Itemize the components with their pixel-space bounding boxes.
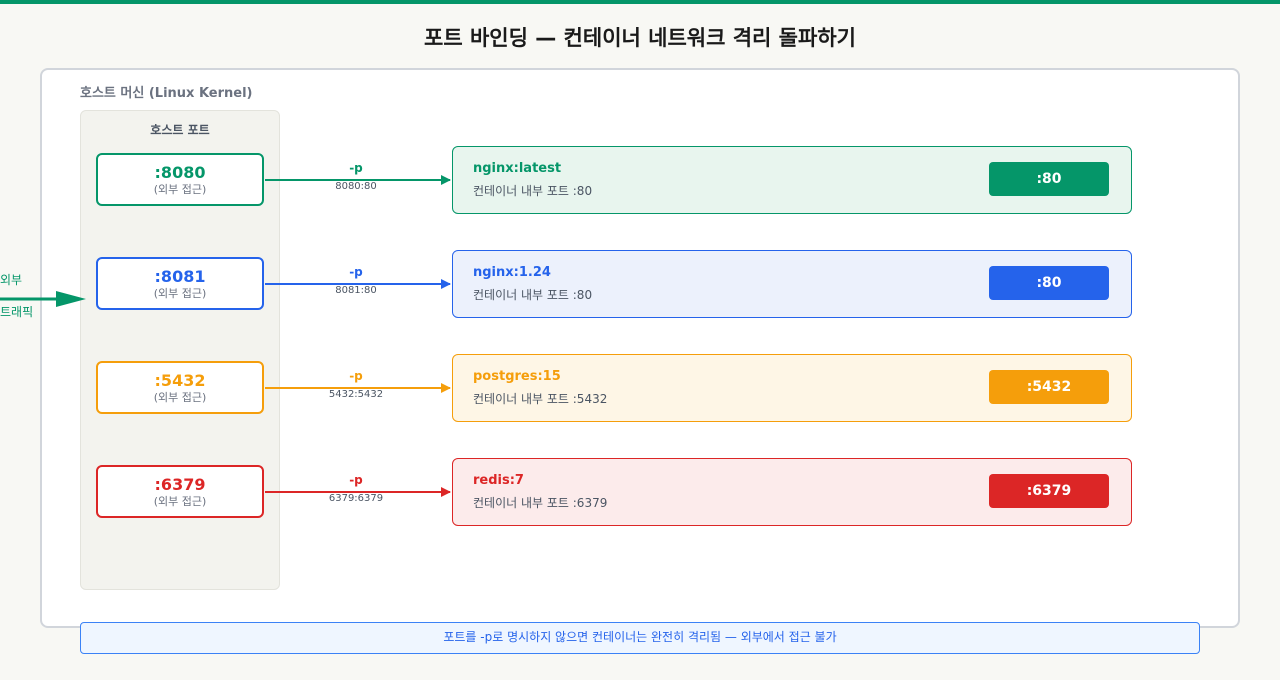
host-port-column-title: 호스트 포트 <box>150 123 210 137</box>
host-machine-label: 호스트 머신 (Linux Kernel) <box>80 86 253 101</box>
host-port-number: :6379 <box>154 475 206 494</box>
container-port-desc: 컨테이너 내부 포트 :80 <box>473 288 593 302</box>
container-port-badge: :6379 <box>989 474 1109 508</box>
container-nginx-latest: nginx:latest 컨테이너 내부 포트 :80 :80 <box>452 146 1132 214</box>
host-port-8081: :8081 (외부 접근) <box>96 257 264 310</box>
external-traffic-arrowhead <box>56 291 86 307</box>
container-redis-7: redis:7 컨테이너 내부 포트 :6379 :6379 <box>452 458 1132 526</box>
host-port-sublabel: (외부 접근) <box>153 287 207 300</box>
host-port-number: :8080 <box>154 163 206 182</box>
host-port-sublabel: (외부 접근) <box>153 183 207 196</box>
container-port-badge: :80 <box>989 266 1109 300</box>
host-port-number: :5432 <box>154 371 206 390</box>
host-port-8080: :8080 (외부 접근) <box>96 153 264 206</box>
host-port-6379: :6379 (외부 접근) <box>96 465 264 518</box>
flag-label: -p <box>349 369 363 383</box>
container-port-badge: :80 <box>989 162 1109 196</box>
port-mapping-label: 8081:80 <box>335 285 377 296</box>
page-title: 포트 바인딩 — 컨테이너 네트워크 격리 돌파하기 <box>424 26 856 50</box>
container-port-desc: 컨테이너 내부 포트 :80 <box>473 184 593 198</box>
container-image-name: nginx:1.24 <box>473 265 551 280</box>
host-port-sublabel: (외부 접근) <box>153 391 207 404</box>
isolation-note: 포트를 -p로 명시하지 않으면 컨테이너는 완전히 격리됨 — 외부에서 접근… <box>80 622 1200 654</box>
top-accent-bar <box>0 0 1280 4</box>
flag-label: -p <box>349 161 363 175</box>
port-mapping-label: 6379:6379 <box>328 493 384 504</box>
container-postgres-15: postgres:15 컨테이너 내부 포트 :5432 :5432 <box>452 354 1132 422</box>
container-nginx-1-24: nginx:1.24 컨테이너 내부 포트 :80 :80 <box>452 250 1132 318</box>
container-port-desc: 컨테이너 내부 포트 :6379 <box>473 496 608 510</box>
host-port-sublabel: (외부 접근) <box>153 495 207 508</box>
external-traffic-label-2: 트래픽 <box>0 305 34 319</box>
host-port-5432: :5432 (외부 접근) <box>96 361 264 414</box>
container-image-name: postgres:15 <box>473 369 561 384</box>
port-mapping-label: 8080:80 <box>335 181 377 192</box>
container-image-name: redis:7 <box>473 473 524 488</box>
container-image-name: nginx:latest <box>473 161 562 176</box>
container-port-badge: :5432 <box>989 370 1109 404</box>
flag-label: -p <box>349 265 363 279</box>
container-port-desc: 컨테이너 내부 포트 :5432 <box>473 392 608 406</box>
flag-label: -p <box>349 473 363 487</box>
external-traffic-label-1: 외부 <box>0 273 23 287</box>
port-mapping-label: 5432:5432 <box>328 389 384 400</box>
host-port-number: :8081 <box>154 267 206 286</box>
